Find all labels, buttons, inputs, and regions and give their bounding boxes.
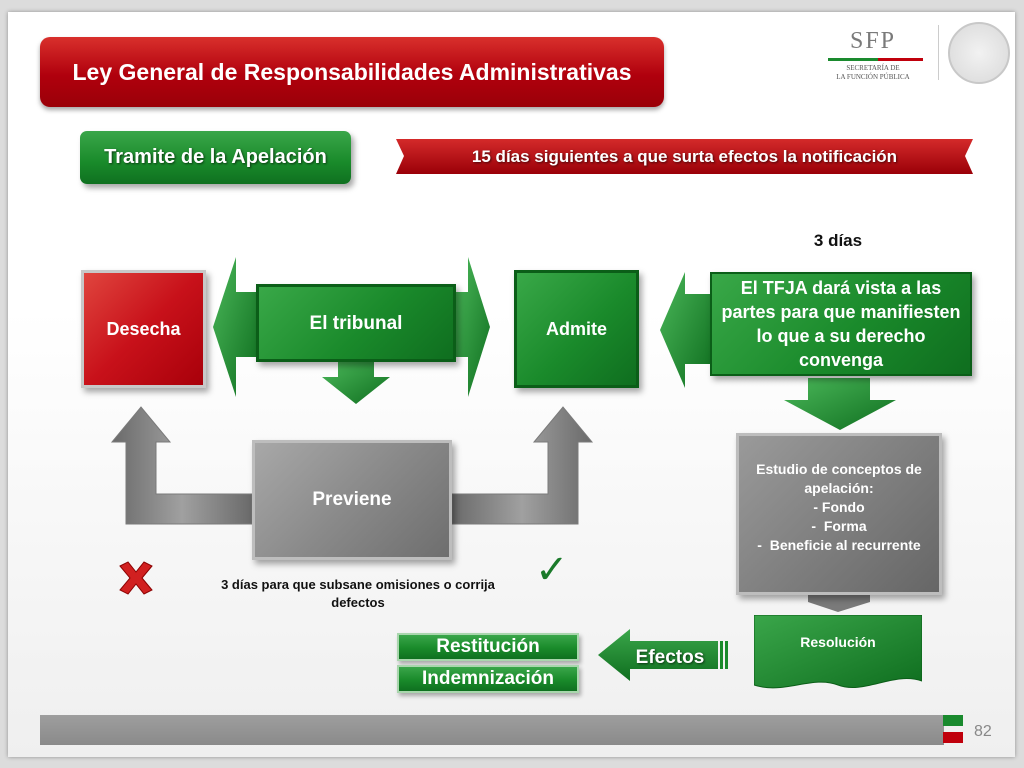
- diagram-arrows: [110, 257, 896, 612]
- deadline-banner: 15 días siguientes a que surta efectos l…: [471, 146, 898, 166]
- arrow-tfja-to-admite: [660, 272, 710, 388]
- arrow-tfja-down: [784, 378, 896, 430]
- estudio-box: Estudio de conceptos de apelación: - Fon…: [736, 433, 942, 595]
- section-label-text: Tramite de la Apelación: [104, 146, 327, 168]
- resolucion-label: Resolución: [800, 634, 876, 650]
- logo-green-stripe: [828, 58, 878, 61]
- slide: Ley General de Responsabilidades Adminis…: [8, 12, 1015, 757]
- tfja-label: El TFJA dará vista a las partes para que…: [721, 278, 961, 370]
- estudio-item-forma-text: Forma: [823, 518, 867, 534]
- tfja-box: El TFJA dará vista a las partes para que…: [710, 272, 972, 376]
- arrow-tribunal-down: [322, 362, 390, 404]
- cross-icon: [119, 561, 153, 595]
- page-number: 82: [974, 723, 992, 740]
- tribunal-box: El tribunal: [256, 284, 456, 362]
- arrow-estudio-down: [808, 595, 870, 612]
- previene-label: Previene: [312, 489, 392, 510]
- arrow-previene-to-desecha: [110, 406, 253, 525]
- logo-divider: [938, 25, 939, 80]
- section-label: Tramite de la Apelación: [80, 131, 351, 184]
- efectos-label: Efectos: [635, 647, 705, 668]
- restitucion-box: Restitución: [397, 633, 579, 661]
- arrow-to-desecha: [213, 257, 256, 397]
- estudio-item-beneficie: - Beneficie al recurrente: [757, 537, 921, 553]
- footer-flag-green: [943, 715, 963, 726]
- arrow-to-admite: [456, 257, 490, 397]
- logo-red-stripe: [878, 58, 923, 61]
- sfp-subtitle-line2: LA FUNCIÓN PÚBLICA: [836, 73, 910, 81]
- national-seal-icon: [948, 22, 1010, 84]
- deadline-banner-shape: [396, 139, 973, 174]
- sfp-acronym: SFP: [849, 28, 897, 54]
- estudio-item-fondo: - Fondo: [813, 499, 865, 515]
- footer-flag-red: [943, 732, 963, 743]
- desecha-label: Desecha: [106, 318, 181, 339]
- sfp-subtitle: SECRETARÍA DE LA FUNCIÓN PÚBLICA: [818, 64, 928, 82]
- subsane-note: 3 días para que subsane omisiones o corr…: [221, 577, 495, 610]
- efectos-arrow: [598, 629, 728, 681]
- footer-bar: [40, 715, 944, 745]
- desecha-box: Desecha: [81, 270, 206, 388]
- slide-title: Ley General de Responsabilidades Adminis…: [40, 37, 664, 107]
- arrow-previene-to-admite: [451, 406, 594, 525]
- previene-box: Previene: [252, 440, 452, 560]
- admite-box: Admite: [514, 270, 639, 388]
- estudio-title: Estudio de conceptos de apelación:: [756, 461, 922, 496]
- tres-dias-label: 3 días: [813, 231, 863, 250]
- sfp-logo: SFP SECRETARÍA DE LA FUNCIÓN PÚBLICA: [808, 20, 1010, 84]
- slide-title-text: Ley General de Responsabilidades Adminis…: [72, 58, 632, 85]
- indemnizacion-box: Indemnización: [397, 665, 579, 693]
- estudio-item-beneficie-text: Beneficie al recurrente: [769, 537, 921, 553]
- restitucion-label: Restitución: [436, 636, 540, 657]
- indemnizacion-label: Indemnización: [422, 668, 554, 689]
- estudio-item-forma: - Forma: [811, 518, 867, 534]
- sfp-subtitle-line1: SECRETARÍA DE: [846, 64, 900, 72]
- check-icon: ✓: [535, 548, 569, 592]
- resolucion-shape: [754, 615, 922, 689]
- admite-label: Admite: [545, 318, 607, 339]
- tribunal-label: El tribunal: [309, 313, 403, 334]
